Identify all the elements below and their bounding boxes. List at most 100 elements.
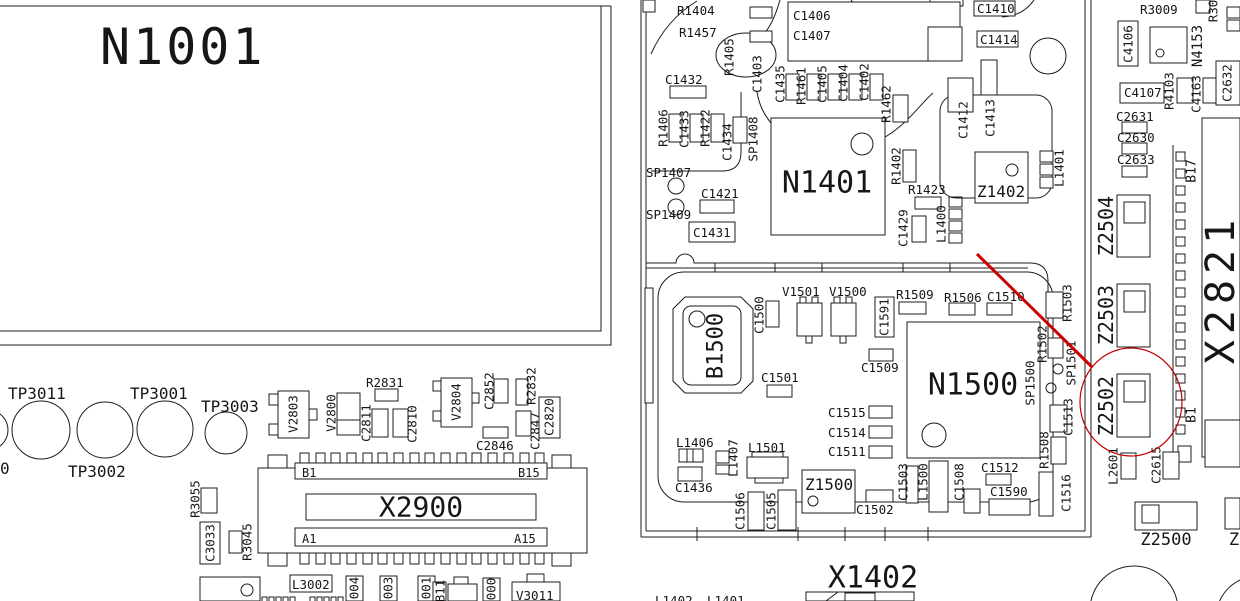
label-l1407: L1407 xyxy=(726,439,741,477)
label-c1511: C1511 xyxy=(828,444,866,459)
label-c2852: C2852 xyxy=(482,372,497,410)
n1001-box-outer xyxy=(0,6,612,346)
label-l2601: L2601 xyxy=(1106,447,1121,485)
label-c2811: C2811 xyxy=(359,404,374,442)
label-c1433: C1433 xyxy=(677,110,692,148)
label-r1506: R1506 xyxy=(944,290,982,305)
label-c1403: C1403 xyxy=(750,55,765,93)
n1500-ic xyxy=(906,321,1041,459)
label-c1405: C1405 xyxy=(815,65,830,103)
label-c1513: C1513 xyxy=(1061,398,1076,436)
label-c1435: C1435 xyxy=(773,65,788,103)
label-c1506: C1506 xyxy=(733,492,748,530)
label-r1502: R1502 xyxy=(1035,325,1050,363)
label-c4163: C4163 xyxy=(1189,75,1204,113)
label-c3033: C3033 xyxy=(203,524,218,562)
label-r2832: R2832 xyxy=(524,367,539,405)
label-v1500: V1500 xyxy=(829,284,867,299)
label-l1401-cut: L1401 xyxy=(707,593,745,601)
label-c1503: C1503 xyxy=(896,463,911,501)
label-r30-partial: R30 xyxy=(1206,0,1221,22)
label-c1407: C1407 xyxy=(793,28,831,43)
label-c1404: C1404 xyxy=(836,64,851,102)
label-c1516: C1516 xyxy=(1059,474,1074,512)
label-r1402: R1402 xyxy=(889,147,904,185)
label-v2803: V2803 xyxy=(286,395,301,433)
test-points xyxy=(0,400,248,460)
label-v2804: V2804 xyxy=(449,383,464,421)
label-z1500: Z1500 xyxy=(805,475,853,494)
label-r3009: R3009 xyxy=(1140,2,1178,17)
label-c1590: C1590 xyxy=(990,484,1028,499)
z1402-part xyxy=(974,151,1029,204)
label-c1412: C1412 xyxy=(956,101,971,139)
label-pad000: 000 xyxy=(484,578,499,601)
label-c1508: C1508 xyxy=(952,463,967,501)
label-z2500: Z2500 xyxy=(1140,530,1191,550)
label-r3045: R3045 xyxy=(240,523,255,561)
label-r1404: R1404 xyxy=(677,3,715,18)
left-board-section: N1001 TP3011 TP3001 TP3003 TP3002 0 xyxy=(0,5,612,601)
label-b1500: B1500 xyxy=(704,313,729,379)
label-c1432: C1432 xyxy=(665,72,703,87)
label-l1400: L1400 xyxy=(934,205,949,243)
right-board-section: R3009 R30 C4106 N4153 C4107 R4103 C4163 … xyxy=(1090,0,1240,601)
label-v1501: V1501 xyxy=(782,284,820,299)
label-c1591: C1591 xyxy=(877,298,892,336)
label-c2633: C2633 xyxy=(1117,152,1155,167)
x2821-connector xyxy=(1201,117,1240,458)
label-sp1500: SP1500 xyxy=(1023,360,1038,405)
label-x2900: X2900 xyxy=(379,491,463,524)
label-c1512: C1512 xyxy=(981,460,1019,475)
label-c2810: C2810 xyxy=(405,405,420,443)
label-sp1408: SP1408 xyxy=(746,116,761,161)
label-r3055: R3055 xyxy=(188,480,203,518)
label-tp-partial: 0 xyxy=(0,459,10,478)
label-c1414: C1414 xyxy=(980,32,1018,47)
n1401-ic xyxy=(770,117,886,236)
label-n1500: N1500 xyxy=(928,368,1018,403)
label-z2503: Z2503 xyxy=(1094,285,1118,345)
left-bottom-strip xyxy=(199,573,561,601)
label-c1500: C1500 xyxy=(752,296,767,334)
label-z2504: Z2504 xyxy=(1094,196,1118,256)
label-v3011: V3011 xyxy=(516,588,554,601)
label-c1421: C1421 xyxy=(701,186,739,201)
label-pad001: 001 xyxy=(419,577,434,600)
label-r1405: R1405 xyxy=(722,38,737,76)
label-c1501: C1501 xyxy=(761,370,799,385)
label-sp1407: SP1407 xyxy=(646,165,691,180)
label-pad003: 003 xyxy=(381,577,396,600)
board-cutout xyxy=(715,32,777,78)
label-x1402: X1402 xyxy=(828,561,918,596)
label-c1509: C1509 xyxy=(861,360,899,375)
label-c1436: C1436 xyxy=(675,480,713,495)
label-a1: A1 xyxy=(302,532,316,546)
label-b15: B15 xyxy=(518,466,540,480)
label-n4153: N4153 xyxy=(1190,25,1206,67)
label-c1434: C1434 xyxy=(720,123,735,161)
label-tp3002: TP3002 xyxy=(68,462,126,481)
label-c1413: C1413 xyxy=(983,99,998,137)
label-z1402: Z1402 xyxy=(977,182,1025,201)
label-c1410: C1410 xyxy=(977,1,1015,16)
label-c2820: C2820 xyxy=(542,398,557,436)
annotation-pointer-line xyxy=(975,252,1094,369)
label-c2631: C2631 xyxy=(1116,109,1154,124)
label-l1501: L1501 xyxy=(748,440,786,455)
label-padb11: B11 xyxy=(433,580,448,601)
b1500-outline xyxy=(672,296,754,394)
label-n1001: N1001 xyxy=(100,18,266,76)
label-l1406: L1406 xyxy=(676,435,714,450)
label-r1462: R1462 xyxy=(879,85,894,123)
label-l3002: L3002 xyxy=(292,577,330,592)
label-c1515: C1515 xyxy=(828,405,866,420)
label-r1461: R1461 xyxy=(794,67,809,105)
label-n1401: N1401 xyxy=(782,166,872,201)
label-c1402: C1402 xyxy=(857,63,872,101)
label-l1402-cut: L1402 xyxy=(655,593,693,601)
label-r1508: R1508 xyxy=(1037,431,1052,469)
middle-board-section: R1404 R1457 C1406 C1407 C1410 C1414 C143… xyxy=(640,0,1092,601)
